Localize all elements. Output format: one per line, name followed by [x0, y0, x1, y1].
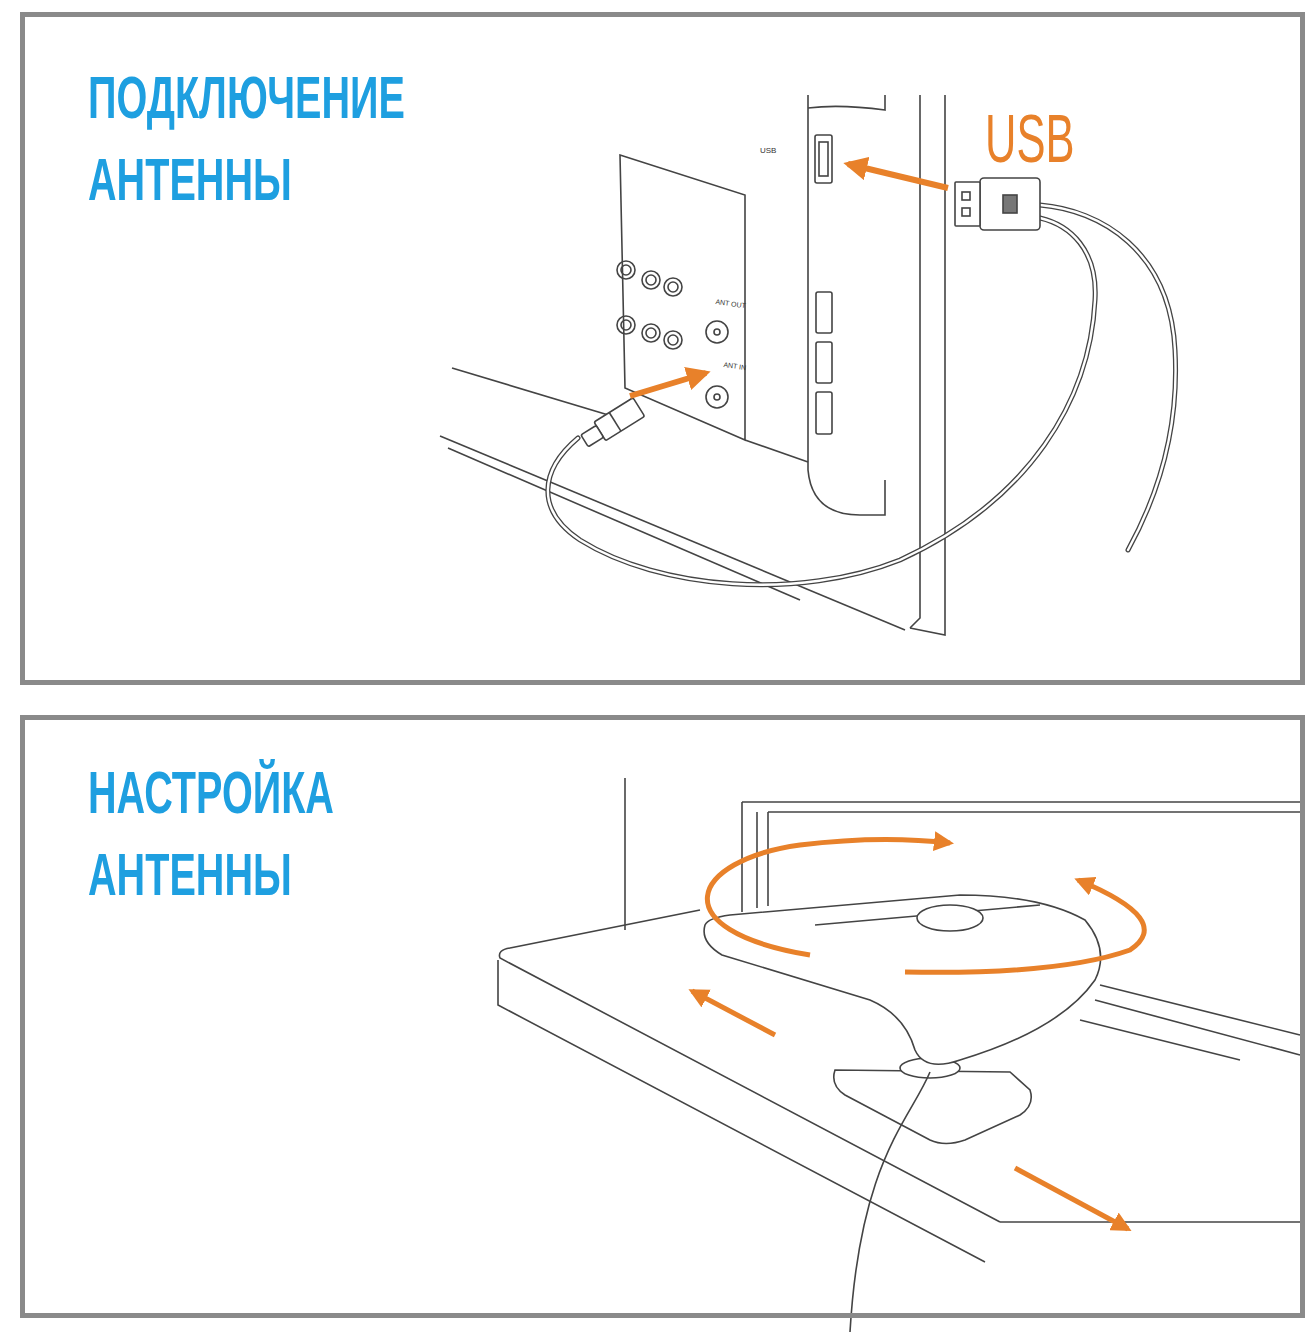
orange-arrow [692, 839, 1144, 1229]
port-label: USB [760, 147, 776, 155]
usb-label: USB [985, 104, 1074, 172]
cable [548, 205, 1176, 585]
antenna [704, 895, 1101, 1332]
panel: ПОДКЛЮЧЕНИЕ АНТЕННЫ [20, 12, 1305, 685]
shelf-drawing [498, 778, 1300, 1262]
orange-arrow [630, 164, 948, 396]
coax-plug [579, 398, 645, 451]
tv-drawing [440, 95, 945, 635]
panel-heading: НАСТРОЙКА АНТЕННЫ [88, 752, 334, 916]
panel-heading: ПОДКЛЮЧЕНИЕ АНТЕННЫ [88, 57, 405, 221]
port-label: ANT IN [723, 361, 747, 371]
panel: НАСТРОЙКА АНТЕННЫ [20, 715, 1305, 1318]
usb-plug [955, 178, 1040, 230]
port-label: ANT OUT [715, 298, 746, 309]
